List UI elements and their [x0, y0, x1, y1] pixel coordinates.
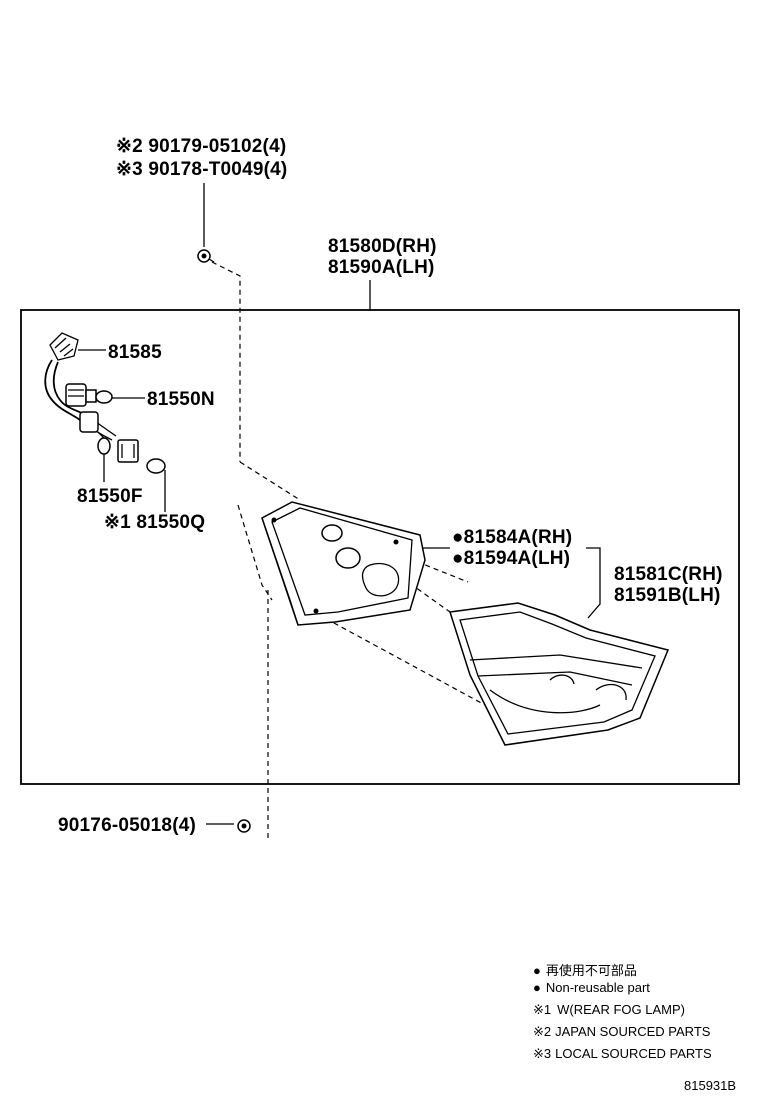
label-assy-lh: 81590A(LH)	[328, 257, 435, 278]
assembly-frame	[20, 309, 740, 785]
dashed-guide-1	[239, 461, 301, 501]
label-bulb-n: 81550N	[147, 389, 215, 410]
label-bulb-q: ※1 81550Q	[104, 512, 205, 533]
label-screw-upper-1: ※2 90179-05102(4)	[116, 136, 286, 157]
label-nut-lower: 90176-05018(4)	[58, 815, 196, 836]
label-screw-upper-2: ※3 90178-T0049(4)	[116, 159, 287, 180]
screw-icon	[197, 249, 215, 263]
bulb-icon	[79, 411, 166, 474]
lens-icon	[449, 602, 670, 746]
label-lens-lh: 81591B(LH)	[614, 585, 721, 606]
figure-ref: 815931B	[684, 1078, 736, 1093]
dashed-guide-upper	[211, 261, 241, 462]
dashed-guide-4	[309, 609, 486, 706]
label-gasket-lh: ●81594A(LH)	[452, 548, 570, 569]
bulb-icon	[65, 383, 113, 407]
label-bulb-f: 81550F	[77, 486, 143, 507]
legend-item-1: ●Non-reusable part	[533, 980, 650, 995]
label-socket-wire: 81585	[108, 342, 162, 363]
label-assy-rh: 81580D(RH)	[328, 236, 437, 257]
label-gasket-rh: ●81584A(RH)	[452, 527, 572, 548]
leader-lens	[586, 547, 601, 619]
label-lens-rh: 81581C(RH)	[614, 564, 723, 585]
gasket-icon	[261, 501, 426, 626]
legend-item-0: ●再使用不可部品	[533, 963, 637, 978]
nut-icon	[237, 819, 251, 833]
dashed-guide-2	[237, 504, 273, 601]
